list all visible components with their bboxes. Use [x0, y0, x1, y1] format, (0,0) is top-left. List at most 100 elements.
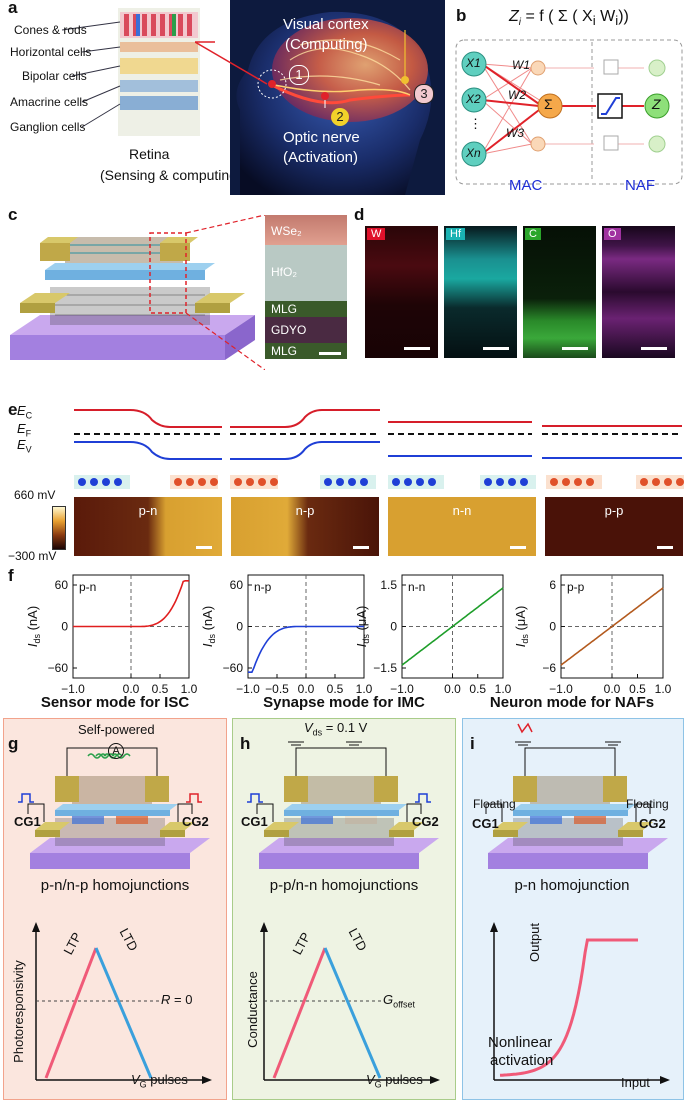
retina-illustration — [61, 8, 200, 136]
formula-rhs: = f ( Σ ( Xi Wi)) — [525, 8, 629, 29]
iv-ylabel-sub: ds — [520, 634, 530, 644]
layer-label-mlg-top: MLG — [271, 302, 298, 316]
cortex-line1: Visual cortex — [283, 16, 369, 33]
weight-w1: W1 — [512, 58, 530, 72]
synapse-mode-title: Synapse mode for IMC — [263, 694, 425, 711]
marker-1: 1 — [289, 65, 309, 85]
input-xn: Xn — [466, 146, 481, 160]
layer-gdyo — [265, 317, 347, 343]
gate-pad-right — [389, 822, 424, 830]
layer-wse2 — [265, 215, 347, 245]
gate-pad-right — [618, 822, 653, 830]
iv-xtick-label: 0.5 — [152, 682, 169, 695]
eds-map-o: O — [602, 226, 675, 358]
layer-hfo2 — [265, 245, 347, 301]
iv-ytick-label: 0 — [236, 620, 243, 634]
iv-xtick-label: 0.0 — [123, 682, 140, 695]
floating-right: Floating — [626, 797, 669, 811]
substrate-front — [488, 853, 648, 869]
marker-2: 2 — [331, 108, 349, 126]
iv-xtick-label: 1.0 — [181, 682, 198, 695]
gate-pad-left — [35, 822, 70, 830]
gate-pad-right-side — [389, 830, 414, 837]
ylabel-i: Output — [527, 922, 543, 963]
drain-contact — [374, 776, 398, 802]
cortex-line2: (Computing) — [285, 36, 368, 53]
layer-mlg-top — [265, 301, 347, 317]
iv-ylabel-i: I — [200, 643, 215, 647]
panel-label-i: i — [470, 734, 475, 753]
cg2-wire — [406, 803, 422, 822]
plot-i-yarrow — [490, 922, 498, 932]
horizontal-cell-layer — [120, 42, 198, 52]
iv-ytick-label: 60 — [55, 578, 69, 592]
band-label-ef: EF — [17, 421, 32, 439]
iv-curve — [401, 587, 504, 666]
plot-h-yarrow — [260, 922, 268, 932]
note-line1-i: Nonlinear — [488, 1034, 553, 1051]
iv-ytick-label: 0 — [390, 620, 397, 634]
eds-tag-hf: Hf — [446, 228, 465, 240]
p-region — [574, 814, 606, 824]
scale-min: −300 mV — [8, 549, 57, 563]
iv-ylabel: Ids (nA) — [25, 606, 42, 647]
dielectric-front — [513, 810, 628, 816]
panel-label-e: e — [8, 400, 18, 419]
wse2-channel — [72, 776, 152, 804]
plot-g-ltp — [44, 947, 98, 1079]
iv-xtick-label: 1.0 — [655, 682, 672, 695]
amacrine-cell-layer — [120, 80, 198, 92]
top-wire — [295, 747, 387, 776]
plot-i-activation — [499, 938, 638, 1077]
p-region — [345, 814, 377, 824]
plot-g — [32, 922, 212, 1084]
pulse-cg1-h — [247, 793, 263, 803]
gate-pad-left-side — [264, 830, 289, 837]
neuron-panel — [462, 718, 684, 1100]
iv-ytick-label: 6 — [549, 578, 556, 592]
panel-label-f: f — [8, 566, 14, 585]
plot-g-ltd — [94, 947, 153, 1079]
iv-ylabel-sub: ds — [361, 634, 371, 644]
panel-label-g: g — [8, 734, 19, 753]
kpfm-label-pn: p-n — [138, 503, 158, 518]
iv-ytick-label: −1.5 — [373, 661, 397, 675]
substrate-top — [259, 838, 439, 853]
dielectric-top — [55, 804, 178, 810]
plot-g-yarrow — [32, 922, 40, 932]
kpfm-label-nn: n-n — [452, 503, 472, 518]
cg2-h: CG2 — [412, 814, 439, 829]
scale-bar-w — [404, 347, 430, 350]
iv-ylabel-unit: (μA) — [513, 606, 528, 634]
gate-pad-left-side — [35, 830, 60, 837]
iv-ylabel-i: I — [25, 643, 40, 647]
top-wire — [524, 747, 616, 776]
plot-i — [490, 922, 670, 1084]
drain-contact — [145, 776, 169, 802]
scale-max: 660 mV — [14, 488, 56, 502]
band-label-ev: EV — [17, 437, 32, 455]
eds-tag-o: O — [604, 228, 621, 240]
device-3d-render — [10, 215, 265, 370]
iv-ylabel-sub: ds — [207, 634, 217, 644]
input-x2: X2 — [466, 92, 481, 106]
kpfm-scale-np — [353, 546, 369, 549]
iv-plot-n-n: n-n1.50−1.5−1.00.00.51.0Vds (V)Ids (μA) — [354, 574, 512, 695]
layer-label-wse2: WSe₂ — [271, 224, 302, 238]
iv-curve — [560, 587, 664, 666]
panel-label-h: h — [240, 734, 251, 753]
cg1-g: CG1 — [14, 814, 41, 829]
formula-lhs: Z — [509, 8, 519, 25]
eds-map-hf: Hf — [444, 226, 517, 358]
layer-label-mlg-bottom: MLG — [271, 344, 298, 358]
iv-ylabel: Ids (μA) — [354, 606, 371, 648]
retina-title: Retina — [129, 146, 170, 162]
plot-g-xarrow — [202, 1076, 212, 1084]
floating-left: Floating — [473, 797, 516, 811]
iv-xtick-label: 0.0 — [444, 682, 461, 695]
light-wave — [87, 753, 107, 759]
label-amacrine-cells: Amacrine cells — [10, 95, 89, 109]
dielectric-top — [284, 804, 407, 810]
dielectric-front — [284, 810, 399, 816]
eds-tag-c: C — [525, 228, 541, 240]
